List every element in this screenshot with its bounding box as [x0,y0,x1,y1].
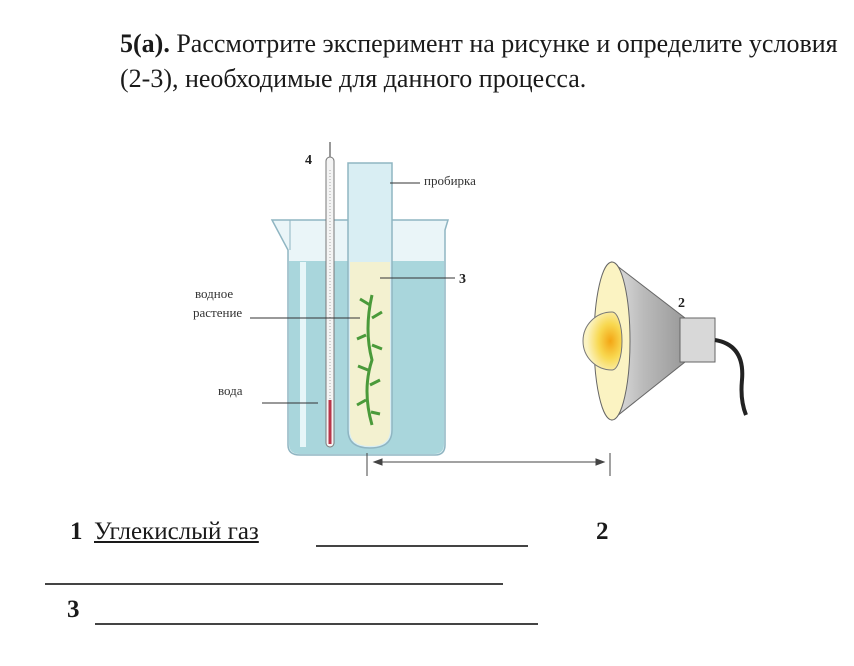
label-plant-1: водное [195,286,233,301]
thermometer [325,142,335,448]
question-text: 5(a). Рассмотрите эксперимент на рисунке… [120,26,840,96]
bulb-glow [582,311,623,371]
question-body: Рассмотрите эксперимент на рисунке и опр… [120,29,838,93]
answer-1-line[interactable] [316,545,528,547]
label-test-tube: пробирка [424,173,476,188]
label-water: вода [218,383,243,398]
distance-arrow [366,453,611,476]
label-lamp-2: 2 [678,296,685,311]
answer-3-number: 3 [67,596,80,623]
answer-2-number: 2 [596,518,609,545]
answer-1-text: Углекислый газ [94,518,259,545]
label-thermometer-4: 4 [305,153,312,168]
lamp [582,261,748,421]
label-tube-3: 3 [459,272,466,287]
answer-1-number: 1 [70,518,83,545]
test-tube [347,162,393,449]
answer-2-line[interactable] [45,583,503,585]
label-plant-2: растение [193,305,242,320]
water-plant [356,294,383,426]
answer-3-line[interactable] [95,623,538,625]
question-number: 5(a). [120,29,170,58]
